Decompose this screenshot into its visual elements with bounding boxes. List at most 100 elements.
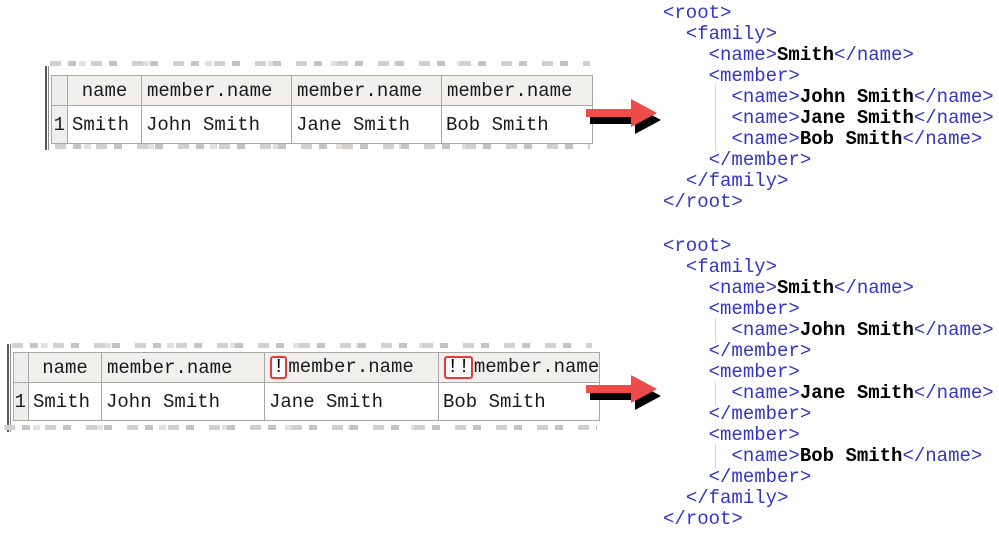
row-number[interactable]: 1 bbox=[51, 105, 68, 144]
xml-code-line: <root> bbox=[663, 3, 994, 24]
xml-tag: </name> bbox=[902, 445, 983, 467]
corner-cell bbox=[51, 75, 68, 106]
column-header[interactable]: !!member.name bbox=[437, 352, 601, 383]
indent-guide bbox=[714, 381, 716, 406]
table-cell[interactable]: Smith bbox=[67, 105, 142, 144]
indent-guide bbox=[714, 106, 716, 131]
xml-tag: <member> bbox=[708, 424, 800, 446]
xml-tag: <family> bbox=[685, 23, 778, 45]
xml-code-line: <name>Bob Smith</name> bbox=[663, 444, 994, 469]
xml-code-line: <member> bbox=[663, 362, 994, 383]
xml-code-line: </member> bbox=[663, 150, 994, 171]
table-cell[interactable]: John Smith bbox=[141, 105, 292, 144]
indent-guide bbox=[714, 444, 716, 469]
xml-tag: </member> bbox=[708, 403, 812, 425]
corner-cell bbox=[13, 352, 29, 383]
xml-tag: </name> bbox=[834, 44, 914, 66]
xml-code-line: <root> bbox=[663, 236, 994, 257]
xml-tag: <name> bbox=[708, 277, 778, 299]
xml-tag: <name> bbox=[731, 86, 800, 108]
xml-output-merged: <root> <family> <name>Smith</name> <memb… bbox=[663, 3, 994, 213]
torn-edge-top-2 bbox=[12, 343, 592, 348]
xml-tag: </root> bbox=[663, 508, 743, 530]
xml-value: Smith bbox=[777, 44, 835, 66]
indent-guide bbox=[714, 127, 716, 152]
row-number[interactable]: 1 bbox=[13, 382, 29, 421]
arrow-right-icon bbox=[586, 375, 661, 410]
xml-value: Smith bbox=[777, 277, 835, 299]
column-header-label: member.name bbox=[288, 356, 414, 378]
window-left-edge bbox=[7, 344, 13, 432]
repeat-marker-highlight: ! bbox=[270, 356, 288, 379]
column-header[interactable]: name bbox=[28, 352, 102, 383]
xml-tag: <member> bbox=[708, 298, 800, 320]
xml-tag: </name> bbox=[913, 107, 994, 129]
xml-value: John Smith bbox=[799, 86, 914, 108]
xml-tag: <family> bbox=[685, 256, 778, 278]
table-cell[interactable]: Smith bbox=[28, 382, 102, 421]
xml-output-split: <root> <family> <name>Smith</name> <memb… bbox=[663, 236, 994, 530]
xml-tag: <name> bbox=[731, 319, 800, 341]
column-header-label: member.name bbox=[297, 79, 423, 102]
xml-code-line: <name>John Smith</name> bbox=[663, 318, 994, 343]
xml-code-line: </root> bbox=[663, 509, 994, 530]
xml-value: Jane Smith bbox=[799, 382, 914, 404]
xml-tag: <name> bbox=[731, 128, 800, 150]
xml-tag: </name> bbox=[913, 382, 994, 404]
xml-code-line: </member> bbox=[663, 341, 994, 362]
table-cell[interactable]: Jane Smith bbox=[291, 105, 442, 144]
xml-tag: <name> bbox=[708, 44, 778, 66]
table-cell[interactable]: Bob Smith bbox=[441, 105, 593, 144]
xml-code-line: <name>Jane Smith</name> bbox=[663, 381, 994, 406]
indent-guide bbox=[714, 85, 716, 110]
xml-tag: <root> bbox=[663, 235, 732, 257]
xml-code-line: <member> bbox=[663, 66, 994, 87]
xml-code-line: <name>Jane Smith</name> bbox=[663, 106, 994, 131]
xml-tag: <name> bbox=[731, 382, 800, 404]
xml-tag: </root> bbox=[663, 191, 743, 213]
column-header[interactable]: member.name bbox=[441, 75, 593, 106]
xml-code-line: </family> bbox=[663, 488, 994, 509]
xml-code-line: <name>Smith</name> bbox=[663, 278, 994, 299]
column-header[interactable]: name bbox=[67, 75, 142, 106]
column-header[interactable]: !member.name bbox=[264, 352, 439, 383]
table-cell[interactable]: John Smith bbox=[101, 382, 265, 421]
column-header[interactable]: member.name bbox=[141, 75, 292, 106]
torn-edge-top-1 bbox=[50, 61, 590, 66]
xml-code-line: <name>Smith</name> bbox=[663, 45, 994, 66]
xml-code-line: </member> bbox=[663, 467, 994, 488]
xml-value: John Smith bbox=[799, 319, 914, 341]
indent-guide bbox=[714, 318, 716, 343]
column-header[interactable]: member.name bbox=[101, 352, 265, 383]
column-header-label: member.name bbox=[147, 79, 273, 102]
column-header-label: member.name bbox=[447, 79, 573, 102]
xml-tag: <name> bbox=[731, 107, 800, 129]
column-header-label: name bbox=[42, 356, 88, 379]
xml-tag: <member> bbox=[708, 361, 800, 383]
column-header-label: member.name bbox=[107, 356, 233, 379]
xml-code-line: </root> bbox=[663, 192, 994, 213]
xml-value: Jane Smith bbox=[799, 107, 914, 129]
xml-tag: </name> bbox=[834, 277, 914, 299]
xml-tag: <member> bbox=[708, 65, 800, 87]
xml-tag: </family> bbox=[685, 487, 789, 509]
column-header-label: member.name bbox=[473, 356, 600, 378]
xml-code-line: <family> bbox=[663, 24, 994, 45]
xml-tag: <root> bbox=[663, 2, 732, 24]
xml-code-line: <member> bbox=[663, 299, 994, 320]
window-left-edge bbox=[45, 66, 51, 150]
column-header[interactable]: member.name bbox=[291, 75, 442, 106]
table-cell[interactable]: Jane Smith bbox=[264, 382, 439, 421]
xml-tag: </member> bbox=[708, 340, 812, 362]
xml-tag: </name> bbox=[913, 319, 994, 341]
xml-code-line: <name>Bob Smith</name> bbox=[663, 127, 994, 152]
torn-edge-bottom-2 bbox=[4, 425, 597, 430]
table-cell[interactable]: Bob Smith bbox=[437, 382, 601, 421]
xml-value: Bob Smith bbox=[799, 445, 903, 467]
xml-code-line: <name>John Smith</name> bbox=[663, 85, 994, 110]
